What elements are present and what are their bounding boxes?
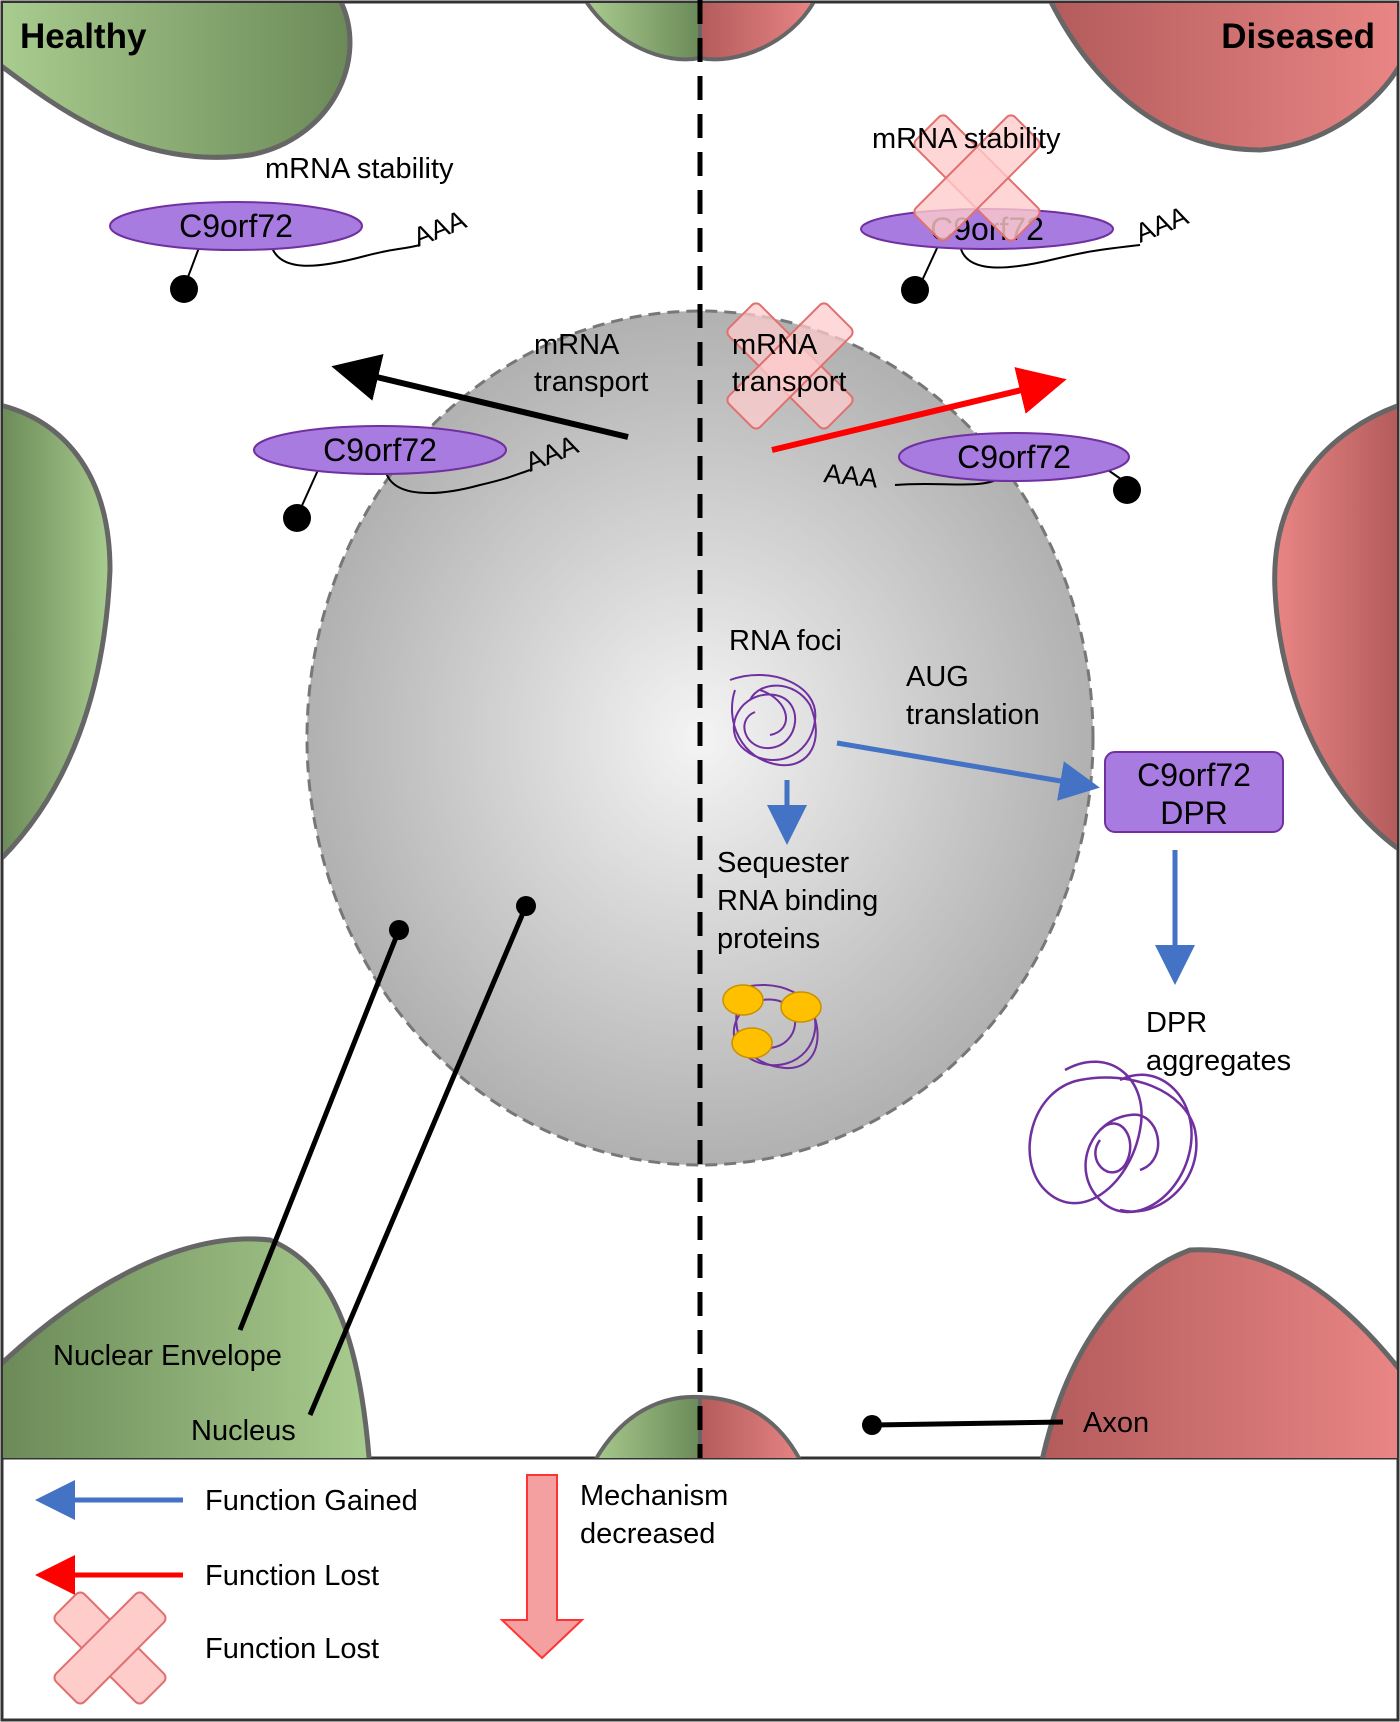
healthy-cell-mid-left [3, 403, 113, 861]
aug-line2: translation [906, 699, 1040, 731]
stability-cross [913, 114, 1041, 242]
dpr-agg-line2: aggregates [1146, 1045, 1291, 1077]
healthy-title: Healthy [20, 17, 147, 56]
sequester-line1: Sequester [717, 847, 850, 879]
healthy-transport-line2: transport [534, 366, 648, 398]
rna-foci-tangle [729, 674, 817, 767]
diseased-transport-line1: mRNA [732, 329, 818, 361]
diseased-cell-top-right [1048, 3, 1397, 153]
healthy-c9orf72-top: C9orf72 AAA [109, 201, 470, 303]
healthy-transport-line1: mRNA [534, 329, 620, 361]
diseased-c9orf72-mid: C9orf72 AAA [822, 432, 1141, 504]
dpr-aggregates [1028, 1060, 1198, 1214]
sequestered-proteins [722, 984, 822, 1070]
diseased-cell-bottom-right [1040, 1247, 1397, 1458]
axon-label: Axon [1083, 1407, 1149, 1439]
aug-line1: AUG [906, 661, 969, 693]
healthy-c9orf72-top-label: C9orf72 [179, 208, 293, 244]
dpr-box-line2: DPR [1160, 795, 1228, 831]
healthy-c9orf72-mid: C9orf72 AAA [253, 425, 582, 532]
dpr-box [1104, 751, 1284, 833]
diseased-cell-top-centre [698, 3, 816, 62]
diseased-mrna-stability-label: mRNA stability [872, 123, 1061, 155]
diseased-cell-bottom-centre [698, 1394, 802, 1458]
rna-foci-label: RNA foci [729, 625, 842, 657]
diseased-transport-line2: transport [732, 366, 846, 398]
diseased-aaa-mid: AAA [822, 458, 879, 493]
diseased-c9orf72-mid-label: C9orf72 [957, 439, 1071, 475]
diseased-cell-mid-right [1272, 403, 1397, 851]
healthy-c9orf72-mid-label: C9orf72 [323, 432, 437, 468]
healthy-cell-bottom-left [3, 1236, 372, 1458]
healthy-pointers [237, 896, 536, 1416]
legend-function-gained: Function Gained [205, 1485, 418, 1517]
nuclear-envelope-label: Nuclear Envelope [53, 1340, 282, 1372]
sequester-line2: RNA binding [717, 885, 878, 917]
legend-mechanism-arrow [499, 1474, 585, 1660]
sequester-line3: proteins [717, 923, 820, 955]
diseased-transport-arrow [771, 367, 1067, 453]
dpr-agg-line1: DPR [1146, 1007, 1207, 1039]
legend-mechanism-line2: decreased [580, 1518, 715, 1550]
dpr-box-line1: C9orf72 [1137, 757, 1251, 793]
axon-pointer-dot [862, 1415, 882, 1435]
legend-function-lost-cross: Function Lost [205, 1633, 379, 1665]
healthy-transport-arrow [331, 354, 629, 440]
diseased-title: Diseased [1221, 17, 1375, 56]
transport-cross [726, 302, 854, 430]
healthy-mrna-stability-label: mRNA stability [265, 153, 454, 185]
legend-mechanism-line1: Mechanism [580, 1480, 728, 1512]
axon-pointer [871, 1419, 1064, 1428]
legend-function-lost-arrow: Function Lost [205, 1560, 379, 1592]
neighbour-cells [3, 3, 1397, 1458]
legend-lost-cross [53, 1591, 167, 1705]
aug-translation-arrow [836, 740, 1100, 801]
nucleus-label: Nucleus [191, 1415, 296, 1447]
healthy-cell-top-left [3, 3, 353, 160]
